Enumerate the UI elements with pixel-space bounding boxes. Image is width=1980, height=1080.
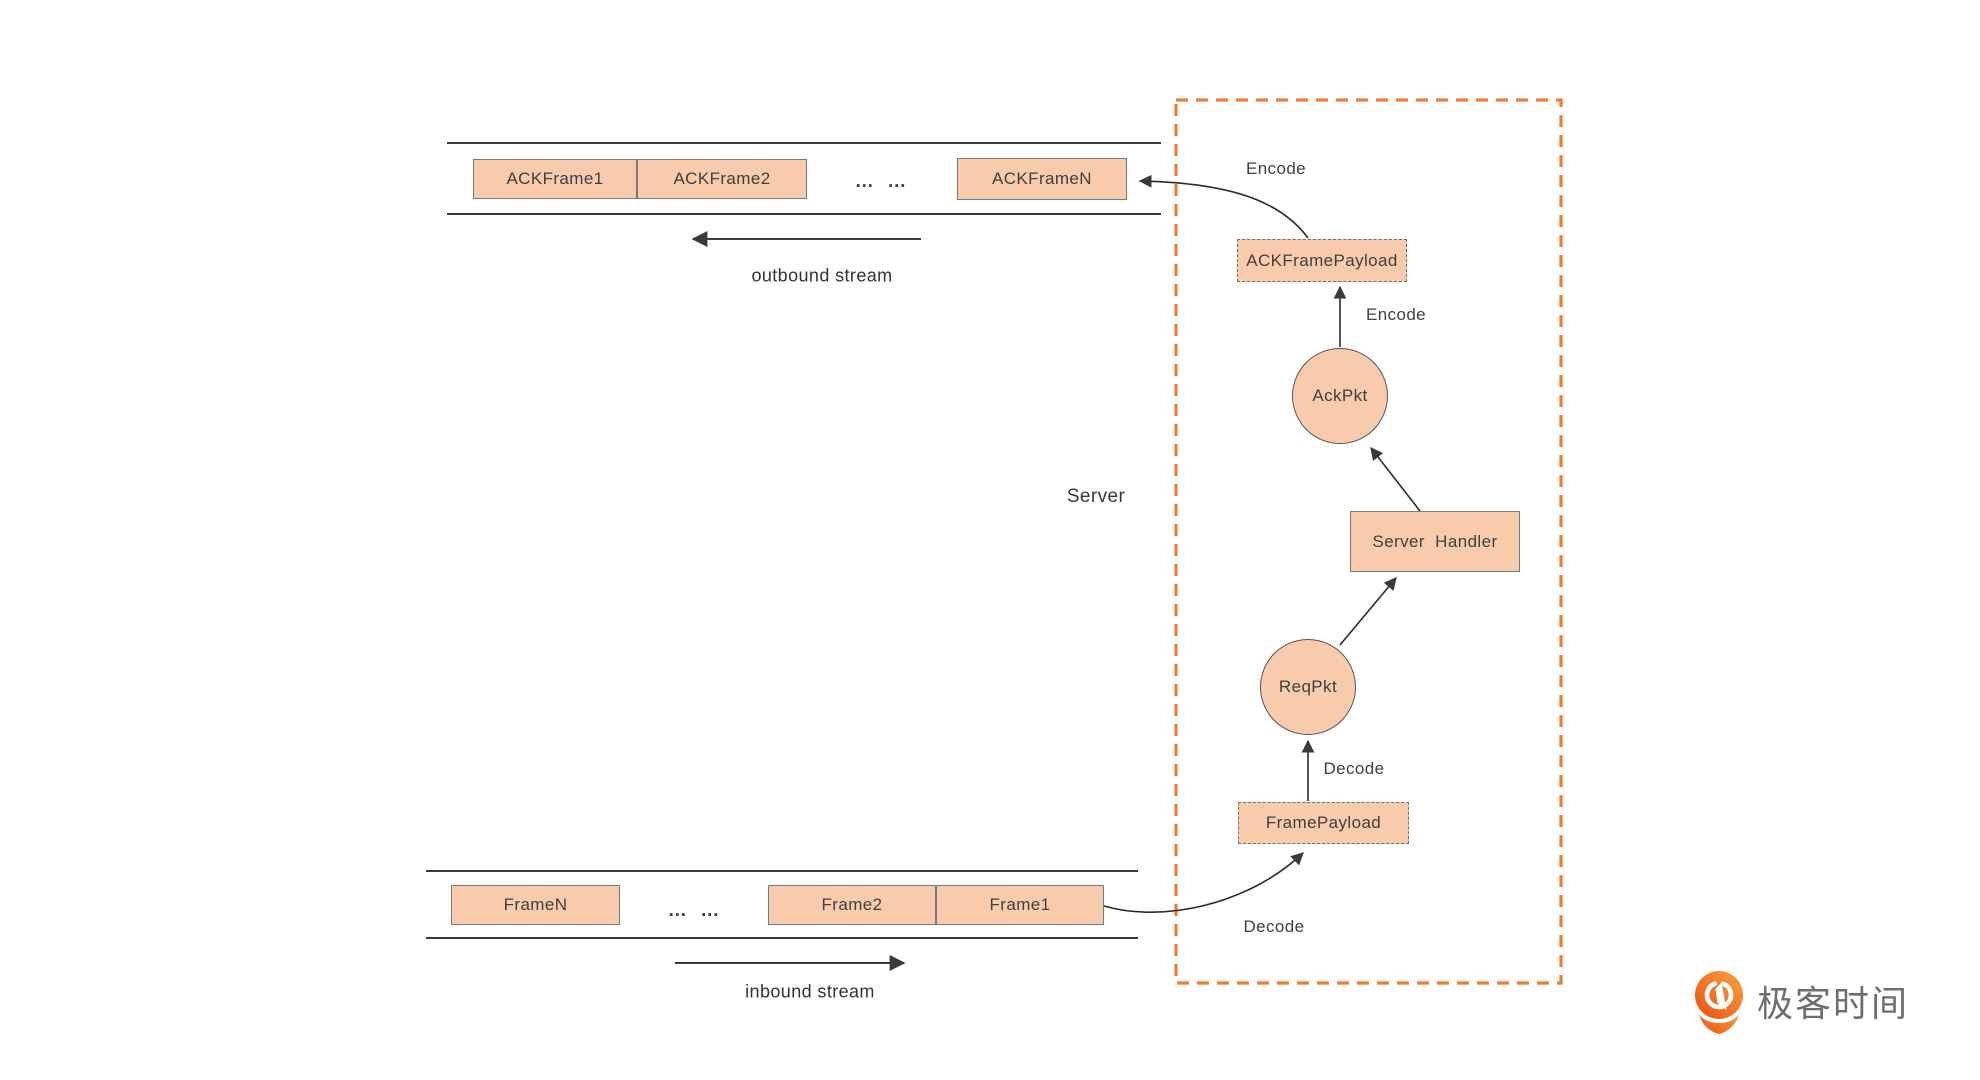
ellipsis-top: … …: [854, 171, 908, 192]
encode-curve-arrow: [1138, 174, 1309, 239]
encode-label-top: Encode: [1245, 159, 1307, 178]
encode-label-mid: Encode: [1365, 305, 1427, 324]
server-handler-box: Server Handler: [1350, 511, 1520, 572]
ack-frame-payload-box: ACKFramePayload: [1237, 239, 1407, 282]
ackframe1-box: ACKFrame1: [473, 159, 637, 199]
frame-payload-box: FramePayload: [1238, 802, 1409, 844]
req-pkt-node: ReqPkt: [1260, 639, 1356, 735]
server-label: Server: [1066, 486, 1126, 507]
decode-curve-arrow: [1103, 852, 1304, 913]
framen-box: FrameN: [451, 885, 620, 925]
handler-to-ackpkt-arrow: [1370, 446, 1421, 512]
geektime-logo: 极客时间: [1693, 970, 1909, 1038]
geektime-logo-text: 极客时间: [1757, 983, 1910, 1024]
ack-pkt-node: AckPkt: [1292, 348, 1388, 444]
decode-label-mid: Decode: [1323, 759, 1385, 778]
outbound-stream-label: outbound stream: [751, 265, 893, 286]
server-boundary-box: [1174, 98, 1563, 985]
ellipsis-bottom: … …: [667, 900, 721, 921]
reqpkt-to-handler-arrow: [1339, 577, 1397, 646]
inbound-stream-label: inbound stream: [745, 981, 875, 1002]
ackframen-box: ACKFrameN: [957, 158, 1127, 200]
ackframe2-box: ACKFrame2: [637, 159, 807, 199]
decode-label-bottom: Decode: [1243, 917, 1305, 936]
frame1-box: Frame1: [936, 885, 1104, 925]
frame2-box: Frame2: [768, 885, 936, 925]
geektime-logo-icon: [1695, 971, 1743, 1034]
